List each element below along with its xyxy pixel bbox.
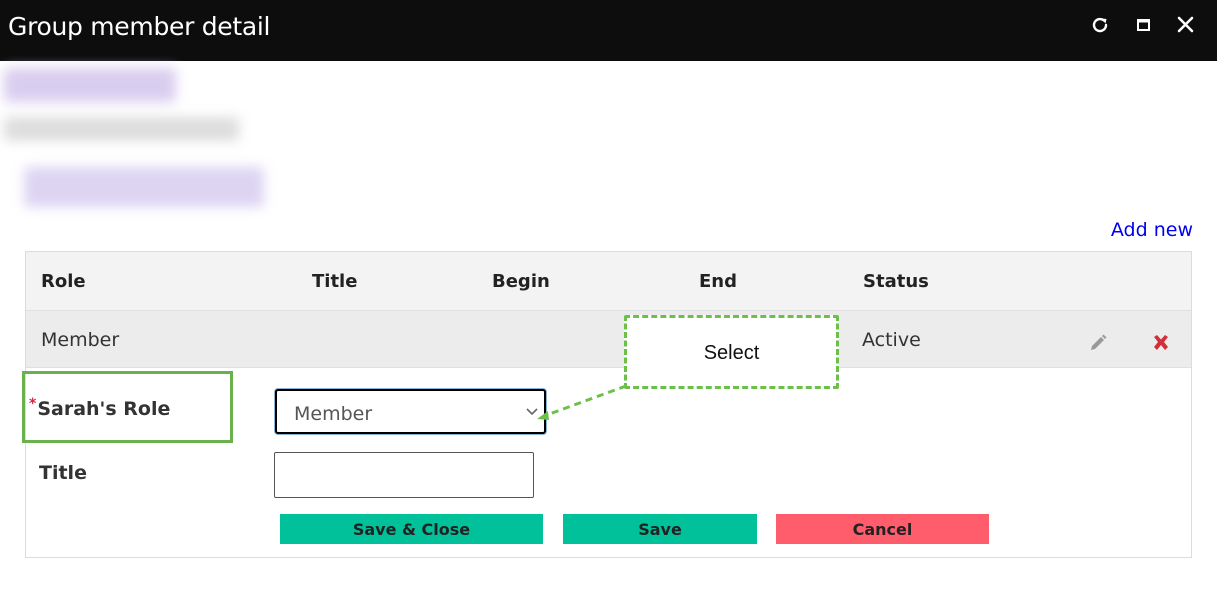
column-header-role: Role [41, 271, 86, 292]
title-input[interactable] [274, 452, 534, 498]
column-header-begin: Begin [492, 271, 550, 292]
redacted-group-name [4, 68, 176, 102]
callout-arrow [537, 384, 627, 420]
save-button[interactable]: Save [563, 514, 757, 544]
window-titlebar: Group member detail [0, 0, 1217, 61]
required-marker: * [29, 396, 37, 412]
refresh-icon[interactable] [1088, 13, 1112, 37]
add-new-link[interactable]: Add new [1110, 219, 1193, 241]
member-roles-panel: Role Title Begin End Status Member Activ… [25, 251, 1192, 558]
redacted-subtitle [4, 117, 239, 141]
delete-x-icon[interactable] [1150, 332, 1172, 354]
role-select[interactable]: Member [275, 389, 546, 434]
column-header-end: End [699, 271, 737, 292]
column-header-status: Status [863, 271, 929, 292]
redacted-member-name [24, 167, 264, 207]
callout-text: Select [703, 342, 760, 364]
window-title: Group member detail [8, 12, 271, 41]
role-select-value: Member [294, 403, 373, 425]
role-label-text: Sarah's Role [37, 398, 171, 420]
cancel-button[interactable]: Cancel [776, 514, 989, 544]
role-label-highlight [22, 371, 233, 443]
close-icon[interactable] [1174, 13, 1198, 37]
title-label: Title [39, 462, 87, 484]
pencil-icon[interactable] [1088, 333, 1108, 353]
role-label: *Sarah's Role [29, 396, 171, 420]
select-callout: Select [624, 315, 839, 389]
column-header-title: Title [312, 271, 358, 292]
table-header: Role Title Begin End Status [26, 252, 1191, 311]
maximize-icon[interactable] [1132, 13, 1156, 37]
row-role: Member [41, 329, 120, 351]
save-close-button[interactable]: Save & Close [280, 514, 543, 544]
table-row: Member Active [26, 311, 1191, 368]
chevron-down-icon [526, 408, 538, 416]
row-status: Active [862, 329, 921, 351]
